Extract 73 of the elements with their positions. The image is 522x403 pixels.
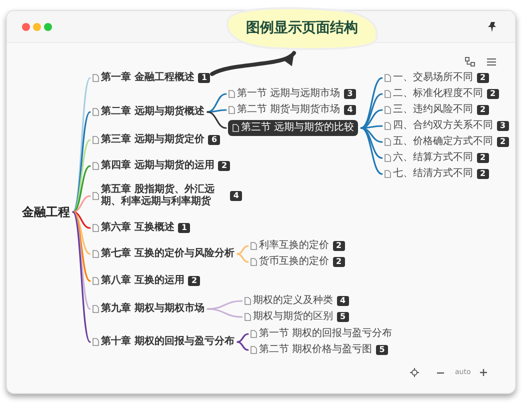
topic: 第二节 期权价格与盈亏图 5 bbox=[250, 344, 388, 356]
topic: 期权的定义及种类 4 bbox=[244, 295, 349, 307]
count-badge: 2 bbox=[188, 276, 200, 286]
branch-line bbox=[206, 93, 227, 113]
branch-line bbox=[72, 211, 91, 343]
count-badge: 2 bbox=[218, 161, 230, 171]
count-badge: 3 bbox=[497, 121, 509, 131]
branch-line bbox=[360, 127, 383, 175]
branch-line bbox=[72, 165, 91, 213]
count-badge: 6 bbox=[208, 135, 220, 145]
branch-line bbox=[360, 93, 383, 129]
topic: 第一节 期权的回报与盈亏分布 bbox=[250, 328, 392, 340]
branch-line bbox=[236, 245, 249, 255]
branch-line bbox=[236, 333, 249, 343]
topic: 货币互换的定价 2 bbox=[250, 256, 345, 268]
topic: 第一节 远期与远期市场 3 bbox=[228, 88, 356, 100]
branch-line bbox=[360, 127, 383, 159]
topic: 一、交易场所不同 2 bbox=[384, 72, 489, 84]
topic: 第五章 股指期货、外汇远期、利率远期与利率期货 4 bbox=[92, 184, 242, 208]
branch-line bbox=[236, 253, 249, 263]
branch-line bbox=[360, 127, 383, 143]
branch-line bbox=[360, 125, 383, 129]
selected-topic: 第三节 远期与期货的比较 bbox=[228, 120, 358, 136]
branch-line bbox=[236, 341, 249, 351]
count-badge: 3 bbox=[344, 89, 356, 99]
branch-line bbox=[72, 211, 91, 282]
branch-line bbox=[72, 211, 91, 255]
topic: 第八章 互换的运用 2 bbox=[92, 275, 200, 287]
count-badge: 2 bbox=[487, 89, 499, 99]
topic: 第三章 远期与期货定价 6 bbox=[92, 134, 220, 146]
topic: 四、合约双方关系不同 3 bbox=[384, 120, 509, 132]
count-badge: 4 bbox=[230, 191, 242, 201]
topic: 利率互换的定价 2 bbox=[250, 240, 345, 252]
count-badge: 2 bbox=[333, 257, 345, 267]
branch-line bbox=[72, 211, 91, 310]
topic: 第七章 互换的定价与风险分析 bbox=[92, 248, 234, 260]
count-badge: 4 bbox=[337, 296, 349, 306]
topic: 二、标准化程度不同 2 bbox=[384, 88, 499, 100]
count-badge: 2 bbox=[477, 153, 489, 163]
branch-line bbox=[206, 300, 243, 310]
branch-line bbox=[72, 111, 91, 213]
count-badge: 4 bbox=[344, 105, 356, 115]
topic: 期权与期货的区别 5 bbox=[244, 311, 349, 323]
topic: 六、结算方式不同 2 bbox=[384, 152, 489, 164]
arrow bbox=[210, 51, 296, 76]
branch-line bbox=[206, 308, 243, 318]
topic: 第二章 远期与期货概述 bbox=[92, 106, 204, 118]
topic: 第一章 金融工程概述 1 bbox=[92, 72, 210, 84]
count-badge: 1 bbox=[198, 73, 210, 83]
topic: 五、价格确定方式不同 2 bbox=[384, 136, 509, 148]
branch-line bbox=[72, 195, 91, 213]
count-badge: 2 bbox=[333, 241, 345, 251]
count-badge: 2 bbox=[477, 169, 489, 179]
branch-line bbox=[360, 77, 383, 129]
topic: 第四章 远期与期货的运用 2 bbox=[92, 160, 230, 172]
topic: 七、结清方式不同 2 bbox=[384, 168, 489, 180]
topic: 第二节 期货与期货市场 4 bbox=[228, 104, 356, 116]
count-badge: 1 bbox=[178, 223, 190, 233]
count-badge: 2 bbox=[497, 137, 509, 147]
count-badge: 2 bbox=[477, 73, 489, 83]
branch-line bbox=[72, 139, 91, 213]
branch-line bbox=[72, 77, 91, 213]
topic: 三、违约风险不同 2 bbox=[384, 104, 489, 116]
root-topic: 金融工程 bbox=[22, 203, 70, 221]
topic: 第十章 期权的回报与盈亏分布 bbox=[92, 336, 234, 348]
branch-line bbox=[206, 111, 227, 129]
branch-line bbox=[72, 211, 91, 229]
topic: 第九章 期权与期权市场 bbox=[92, 303, 204, 315]
count-badge: 5 bbox=[337, 312, 349, 322]
branch-line bbox=[206, 109, 227, 113]
count-badge: 2 bbox=[477, 105, 489, 115]
count-badge: 5 bbox=[376, 345, 388, 355]
topic: 第六章 互换概述 1 bbox=[92, 222, 190, 234]
